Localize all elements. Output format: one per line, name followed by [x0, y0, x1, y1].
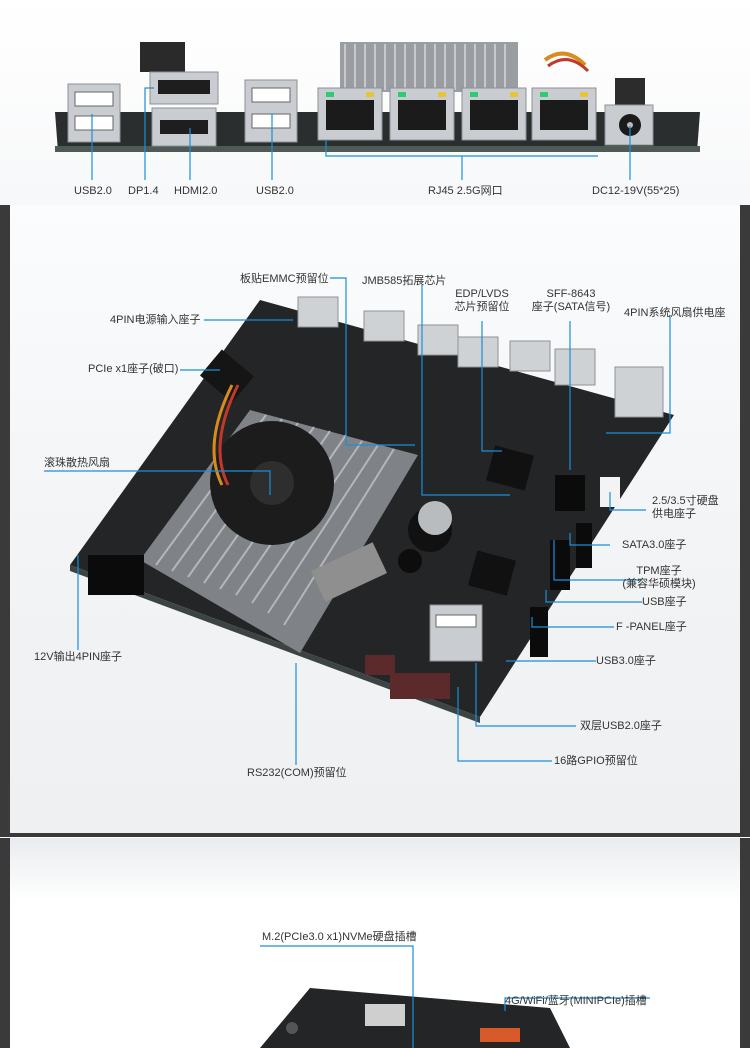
- board-underside-panel: M.2(PCIe3.0 x1)NVMe硬盘插槽 4G/WiFi/蓝牙(MINIP…: [0, 838, 750, 1048]
- callout-cooling-fan: 滚珠散热风扇: [44, 457, 110, 469]
- rear-io-panel: USB2.0 DP1.4 HDMI2.0 USB2.0 RJ45 2.5G网口 …: [0, 0, 750, 205]
- port-label-dp: DP1.4: [128, 185, 159, 197]
- callout-hdd-line2: 供电座子: [652, 508, 696, 520]
- rear-io-illustration: [55, 42, 700, 180]
- callout-sff8643: SFF-8643 座子(SATA信号): [528, 288, 614, 314]
- callout-dual-usb2: 双层USB2.0座子: [580, 720, 662, 732]
- callout-usb3-header: USB3.0座子: [596, 655, 656, 667]
- callout-fan-power: 4PIN系统风扇供电座: [624, 307, 726, 319]
- callout-edp-line2: 芯片预留位: [454, 301, 510, 313]
- port-label-hdmi: HDMI2.0: [174, 185, 218, 197]
- callout-emmc: 板贴EMMC预留位: [240, 273, 329, 285]
- board-illustration: [44, 277, 674, 765]
- callout-12v-out: 12V输出4PIN座子: [34, 651, 123, 663]
- callout-minipcie-slot: 4G/WiFi/蓝牙(MINIPCIe)插槽: [505, 995, 647, 1007]
- callout-tpm: TPM座子 (兼容华硕模块): [614, 565, 704, 591]
- callout-sff-line2: 座子(SATA信号): [531, 301, 611, 313]
- board-overview-panel: 板贴EMMC预留位 JMB585拓展芯片 EDP/LVDS 芯片预留位 SFF-…: [0, 205, 750, 837]
- callout-sff-line1: SFF-8643: [546, 288, 596, 300]
- callout-edp-lvds: EDP/LVDS 芯片预留位: [450, 288, 514, 314]
- callout-sata3: SATA3.0座子: [622, 539, 687, 551]
- callout-tpm-line1: TPM座子: [636, 565, 682, 577]
- callout-jmb585: JMB585拓展芯片: [362, 275, 447, 287]
- port-label-dc: DC12-19V(55*25): [592, 185, 680, 197]
- callout-f-panel: F -PANEL座子: [616, 621, 687, 633]
- callout-pcie-x1: PCIe x1座子(破口): [88, 363, 179, 375]
- callout-rs232: RS232(COM)预留位: [247, 767, 347, 779]
- port-label-rj45: RJ45 2.5G网口: [428, 185, 503, 197]
- port-label-usb2-mid: USB2.0: [256, 185, 294, 197]
- port-label-usb2-left: USB2.0: [74, 185, 112, 197]
- underside-illustration: [260, 945, 650, 1048]
- callout-tpm-line2: (兼容华硕模块): [622, 578, 696, 590]
- callout-hdd-line1: 2.5/3.5寸硬盘: [652, 495, 719, 507]
- callout-hdd-power: 2.5/3.5寸硬盘 供电座子: [652, 495, 719, 521]
- callout-gpio: 16路GPIO预留位: [554, 755, 638, 767]
- callout-edp-line1: EDP/LVDS: [455, 288, 509, 300]
- callout-power-input: 4PIN电源输入座子: [110, 314, 201, 326]
- callout-m2-slot: M.2(PCIe3.0 x1)NVMe硬盘插槽: [262, 931, 417, 943]
- callout-usb-header: USB座子: [642, 596, 687, 608]
